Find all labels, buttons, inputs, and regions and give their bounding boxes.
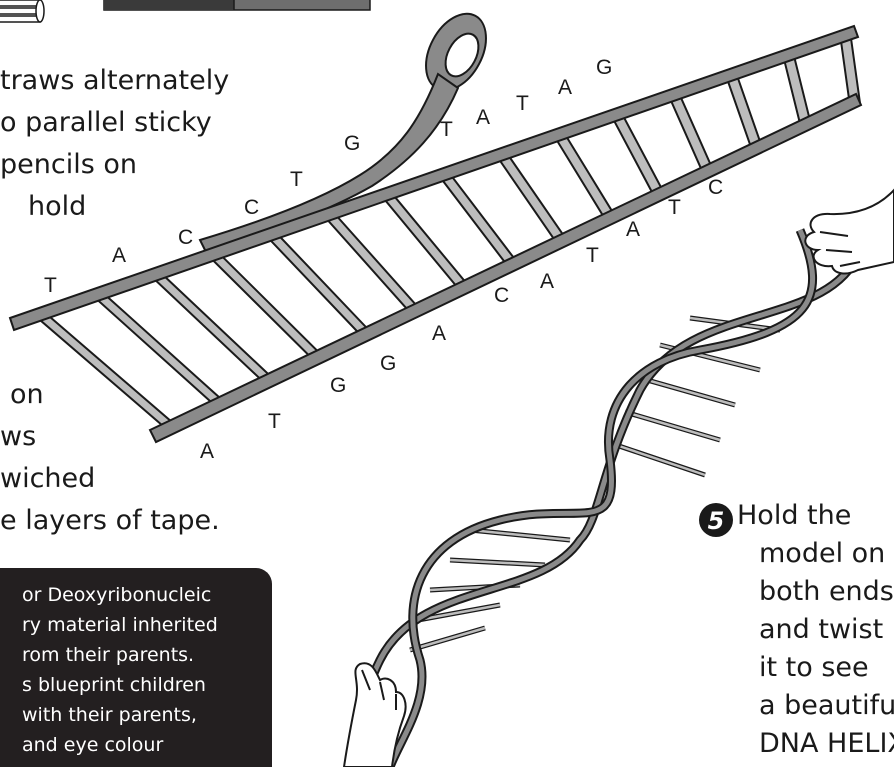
ladder-rung — [97, 297, 228, 409]
step5-text-line: a beautiful — [759, 690, 894, 721]
info-text-line: or Deoxyribonucleic — [22, 584, 211, 606]
ladder-rung — [611, 113, 665, 199]
ladder-rung — [554, 133, 617, 222]
ladder-rung — [497, 154, 568, 246]
instruction-text-line: ws — [0, 420, 36, 454]
base-letter: A — [432, 322, 446, 345]
step-number-badge: 5 — [698, 502, 734, 538]
base-letter: T — [440, 118, 453, 141]
ladder-rung — [40, 317, 180, 432]
base-letter: T — [668, 196, 681, 219]
top-hand — [805, 190, 894, 273]
instruction-text-line: o parallel sticky — [0, 106, 212, 140]
ladder-rung — [383, 194, 472, 292]
base-letter: T — [44, 274, 57, 297]
step5-text-line: model on — [759, 538, 885, 569]
base-letter: T — [290, 168, 303, 191]
helix-rung — [640, 378, 735, 405]
step5-text-line: Hold the — [737, 500, 851, 531]
base-letter: G — [596, 56, 612, 79]
step5-text-line: and twist — [759, 614, 883, 645]
step-number: 5 — [708, 507, 725, 535]
info-text-line: rom their parents. — [22, 644, 194, 666]
helix-rung — [616, 445, 705, 475]
instruction-text-line: on — [10, 378, 44, 412]
base-letter: T — [586, 244, 599, 267]
info-text-line: and eye colour — [22, 734, 163, 756]
base-letter: A — [558, 76, 572, 99]
base-letter: G — [344, 132, 360, 155]
info-text-line: ry material inherited — [22, 614, 218, 636]
instruction-text-line: traws alternately — [0, 64, 229, 98]
ladder-rung — [669, 92, 715, 176]
base-letter: C — [494, 284, 509, 307]
helix-rung — [470, 530, 570, 540]
base-letter: A — [476, 106, 490, 129]
base-letter: G — [330, 374, 346, 397]
straws-illustration — [0, 0, 44, 22]
base-letter: A — [112, 244, 126, 267]
base-letter: A — [626, 218, 640, 241]
instruction-text-line: e layers of tape. — [0, 504, 220, 538]
step5-text-line: DNA HELIX — [759, 728, 894, 759]
base-letter: C — [178, 226, 193, 249]
instruction-text-line: pencils on — [0, 148, 137, 182]
base-letter: C — [244, 196, 259, 219]
base-letter: G — [380, 352, 396, 375]
helix-rung — [410, 628, 485, 650]
instruction-text-line: hold — [28, 190, 86, 224]
dna-info-box: or Deoxyribonucleic ry material inherite… — [0, 568, 272, 767]
base-letter: T — [268, 410, 281, 433]
info-text-line: s blueprint children — [22, 674, 206, 696]
instruction-text-line: wiched — [0, 462, 95, 496]
pencils-illustration — [104, 0, 370, 10]
helix-rung — [625, 412, 720, 440]
step5-text-line: both ends — [759, 576, 894, 607]
step5-text-line: it to see — [759, 652, 869, 683]
base-letter: T — [516, 92, 529, 115]
base-letter: C — [708, 176, 723, 199]
info-text-line: with their parents, — [22, 704, 197, 726]
base-letter: A — [540, 270, 554, 293]
base-letter: A — [200, 440, 214, 463]
ladder-rung — [440, 174, 520, 269]
